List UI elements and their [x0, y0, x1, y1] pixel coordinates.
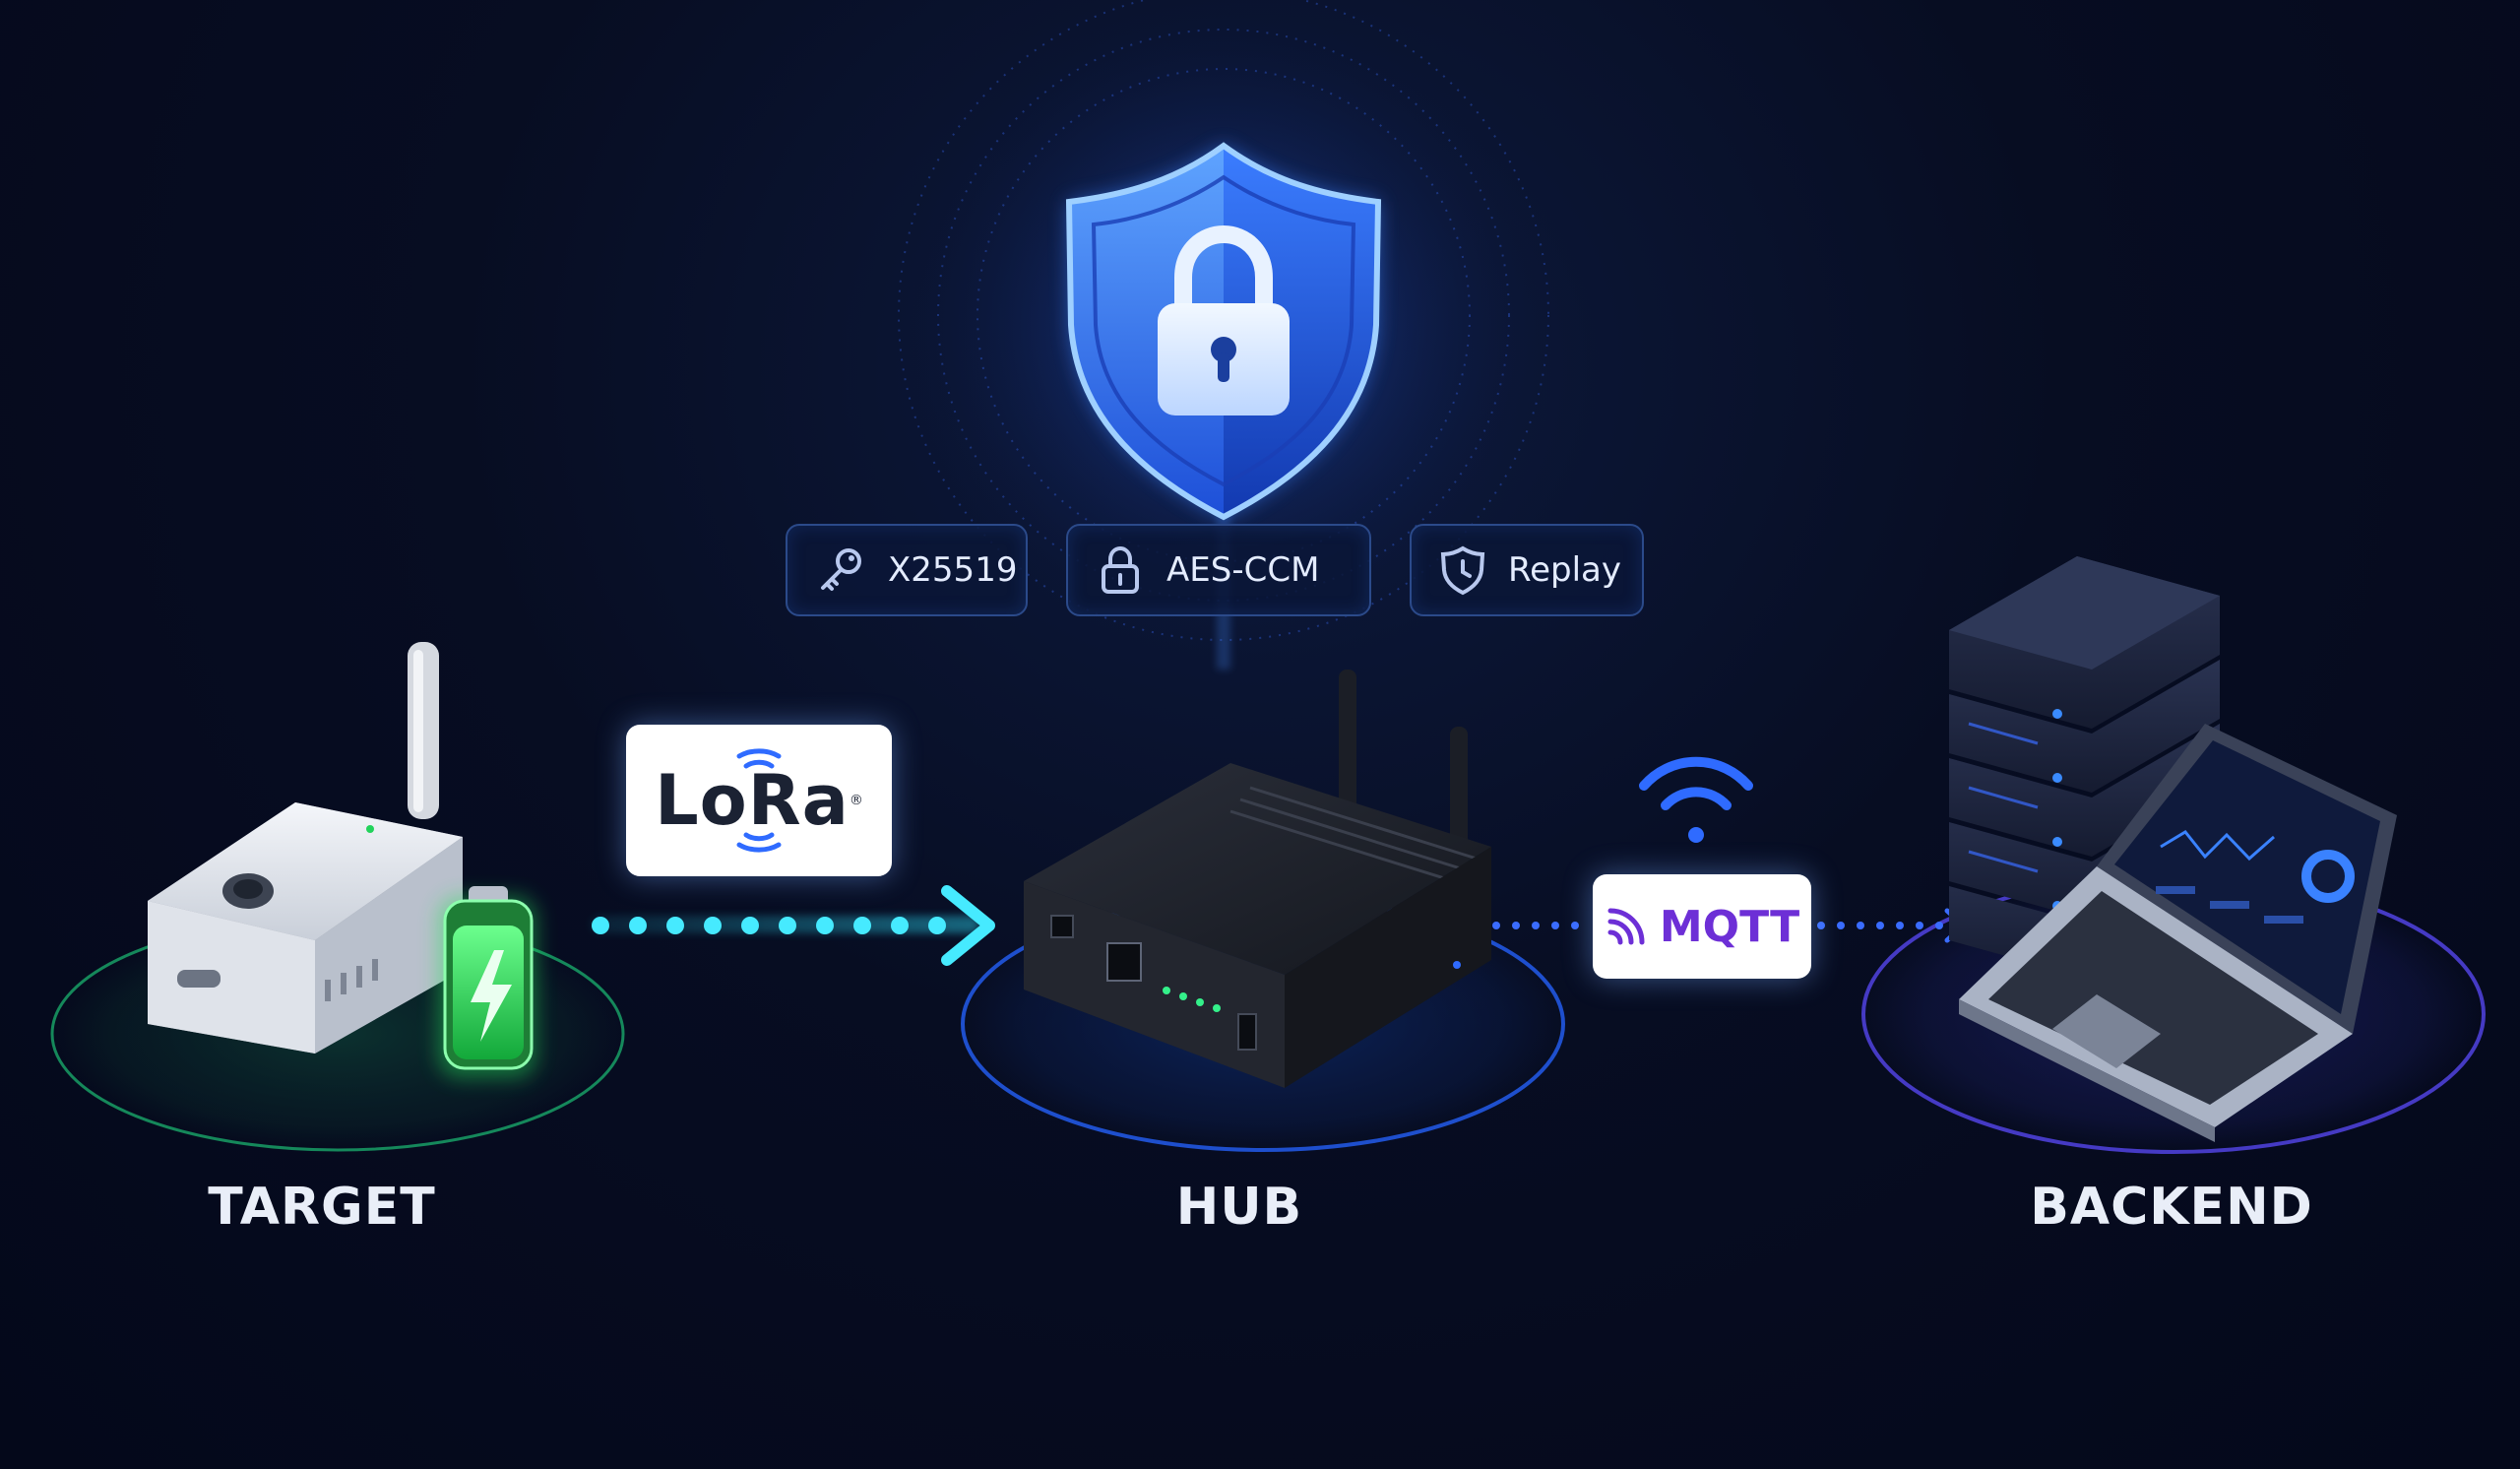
battery-icon: [438, 886, 536, 1078]
mqtt-badge: MQTT: [1593, 874, 1811, 979]
feature-pill-x25519: X25519: [786, 524, 1028, 616]
hub-device: [1024, 670, 1491, 1088]
hub-label: HUB: [1175, 1178, 1303, 1237]
target-label: TARGET: [208, 1178, 436, 1237]
lora-waves-icon: [736, 748, 782, 853]
registered-mark: ®: [849, 793, 863, 808]
shield-lock-icon: [1065, 142, 1382, 521]
key-icon: [821, 548, 861, 591]
lora-label: LoRa: [655, 760, 850, 841]
target-device: [148, 642, 463, 1054]
lock-icon: [1102, 545, 1139, 594]
signal-waves-icon: [1607, 908, 1645, 945]
feature-label: X25519: [888, 550, 1018, 590]
feature-pill-replay: Replay: [1410, 524, 1644, 616]
lora-link-beam: [591, 885, 995, 966]
mqtt-label: MQTT: [1659, 901, 1800, 952]
laptop: [1959, 724, 2397, 1142]
shield-clock-icon: [1440, 545, 1485, 596]
feature-label: AES-CCM: [1166, 550, 1320, 590]
feature-label: Replay: [1508, 550, 1621, 590]
wifi-icon: [1639, 756, 1753, 843]
feature-pill-aes-ccm: AES-CCM: [1066, 524, 1371, 616]
backend-label: BACKEND: [2030, 1178, 2313, 1237]
lora-badge: LoRa®: [626, 725, 892, 876]
